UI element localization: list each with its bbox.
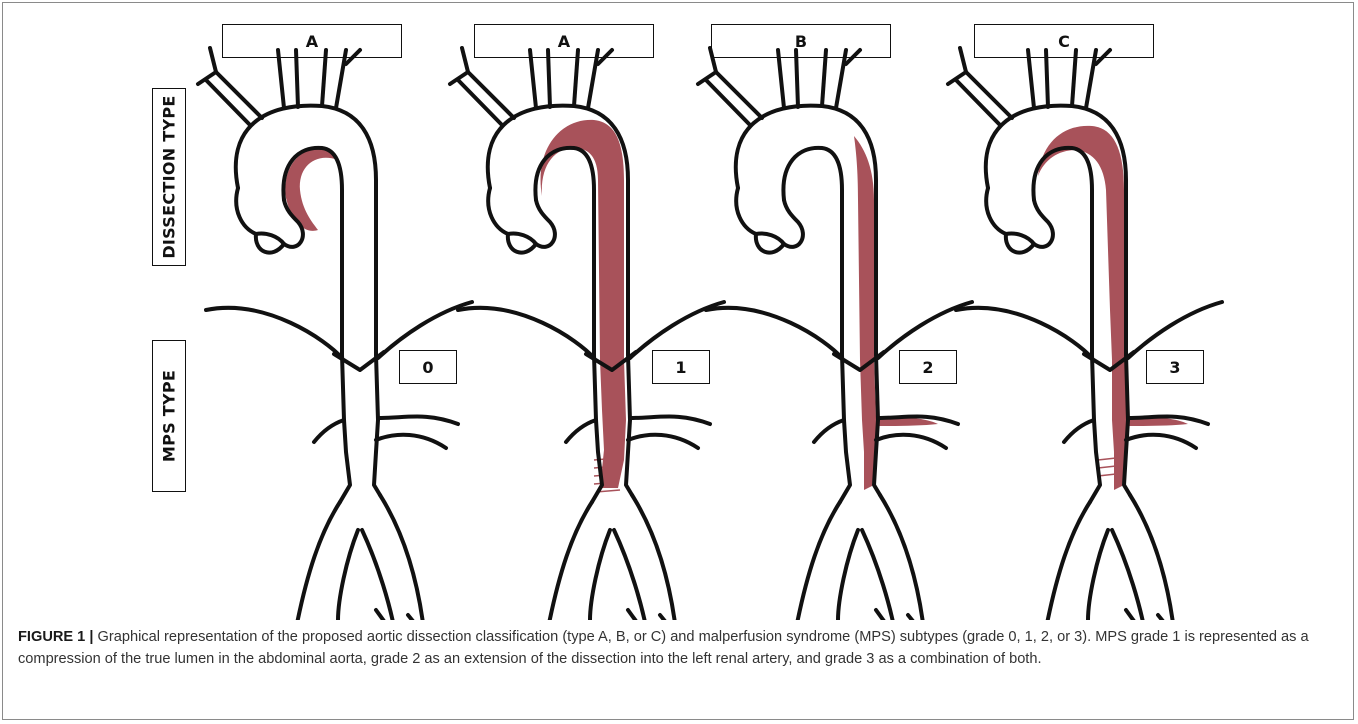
caption-lead: FIGURE 1 | <box>18 629 93 645</box>
aorta-panel-1 <box>198 48 472 620</box>
figure-caption: FIGURE 1 | Graphical representation of t… <box>18 626 1343 670</box>
aorta-illustrations <box>0 0 1358 620</box>
caption-text: Graphical representation of the proposed… <box>18 629 1309 667</box>
aorta-panel-3 <box>698 48 972 620</box>
false-lumen <box>541 120 626 488</box>
aorta-panel-4 <box>948 48 1222 620</box>
aorta-panel-2 <box>450 48 724 620</box>
figure-panel: DISSECTION TYPE MPS TYPE A A B C 0 1 2 3 <box>0 0 1358 620</box>
compression-hatch <box>1098 458 1116 476</box>
